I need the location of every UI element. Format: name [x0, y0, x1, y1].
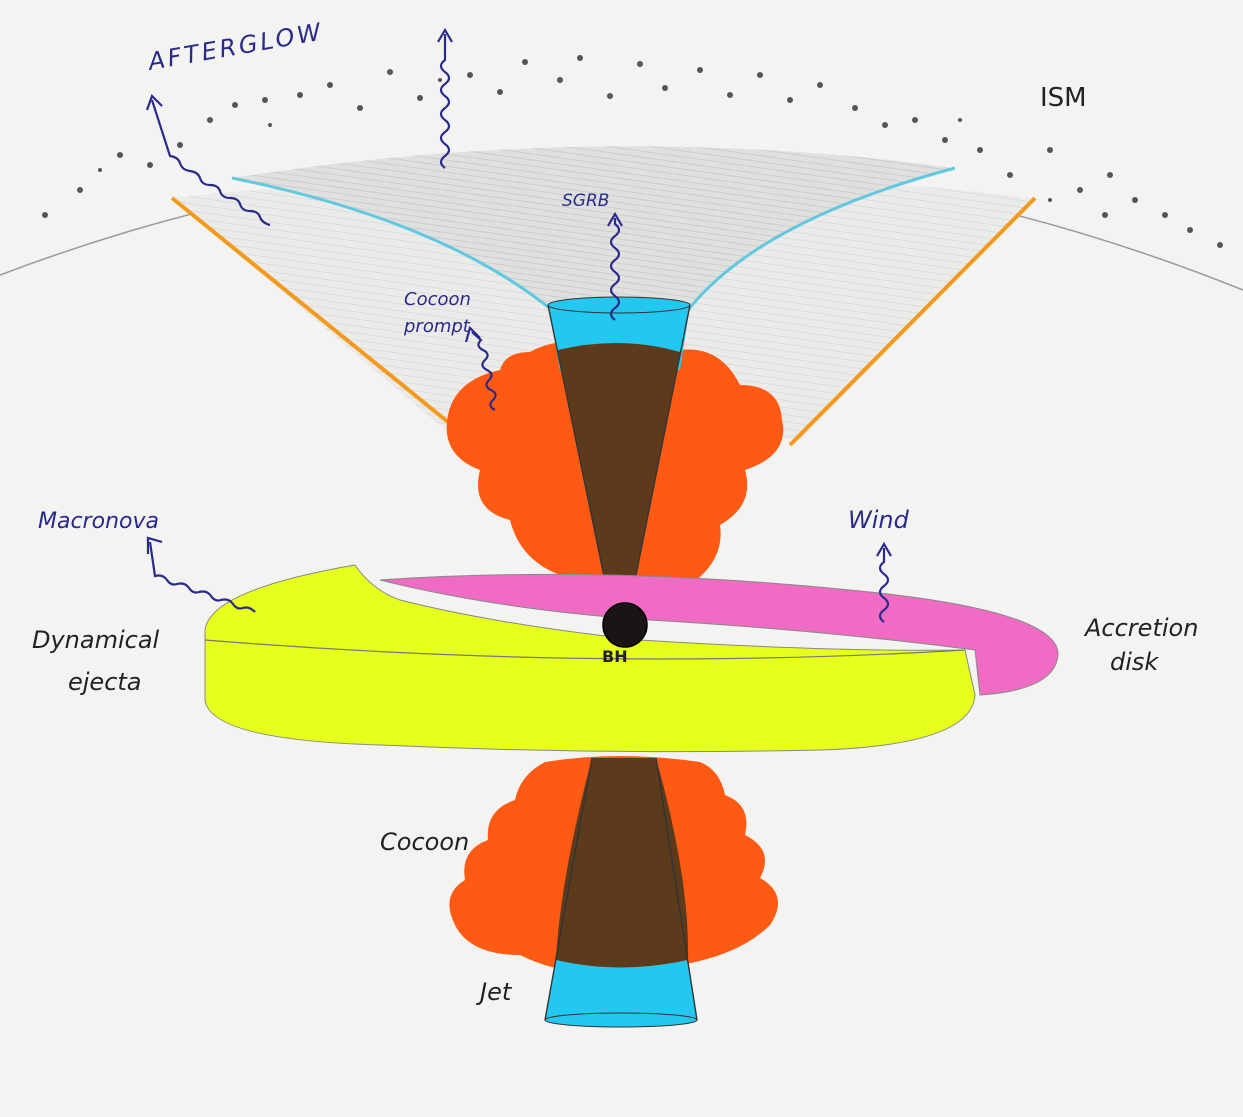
label-bh: BH	[602, 647, 628, 666]
label-wind: Wind	[848, 506, 910, 534]
label-ism: ISM	[1040, 83, 1087, 113]
label-cocoon-prompt-1: Cocoon	[404, 289, 471, 310]
label-afterglow: AFTERGLOW	[144, 17, 326, 76]
label-dynamical-2: ejecta	[68, 668, 142, 696]
label-dynamical-1: Dynamical	[32, 626, 160, 654]
label-sgrb: SGRB	[562, 191, 609, 211]
label-accretion-1: Accretion	[1083, 614, 1198, 642]
label-jet: Jet	[476, 978, 513, 1006]
lower-jet-tip	[545, 960, 697, 1020]
wavy-arrow-icon	[441, 34, 449, 168]
label-cocoon-prompt-2: prompt	[403, 316, 471, 337]
black-hole-icon	[603, 603, 647, 647]
label-cocoon: Cocoon	[380, 828, 469, 856]
label-accretion-2: disk	[1110, 648, 1159, 676]
label-macronova: Macronova	[38, 509, 159, 534]
